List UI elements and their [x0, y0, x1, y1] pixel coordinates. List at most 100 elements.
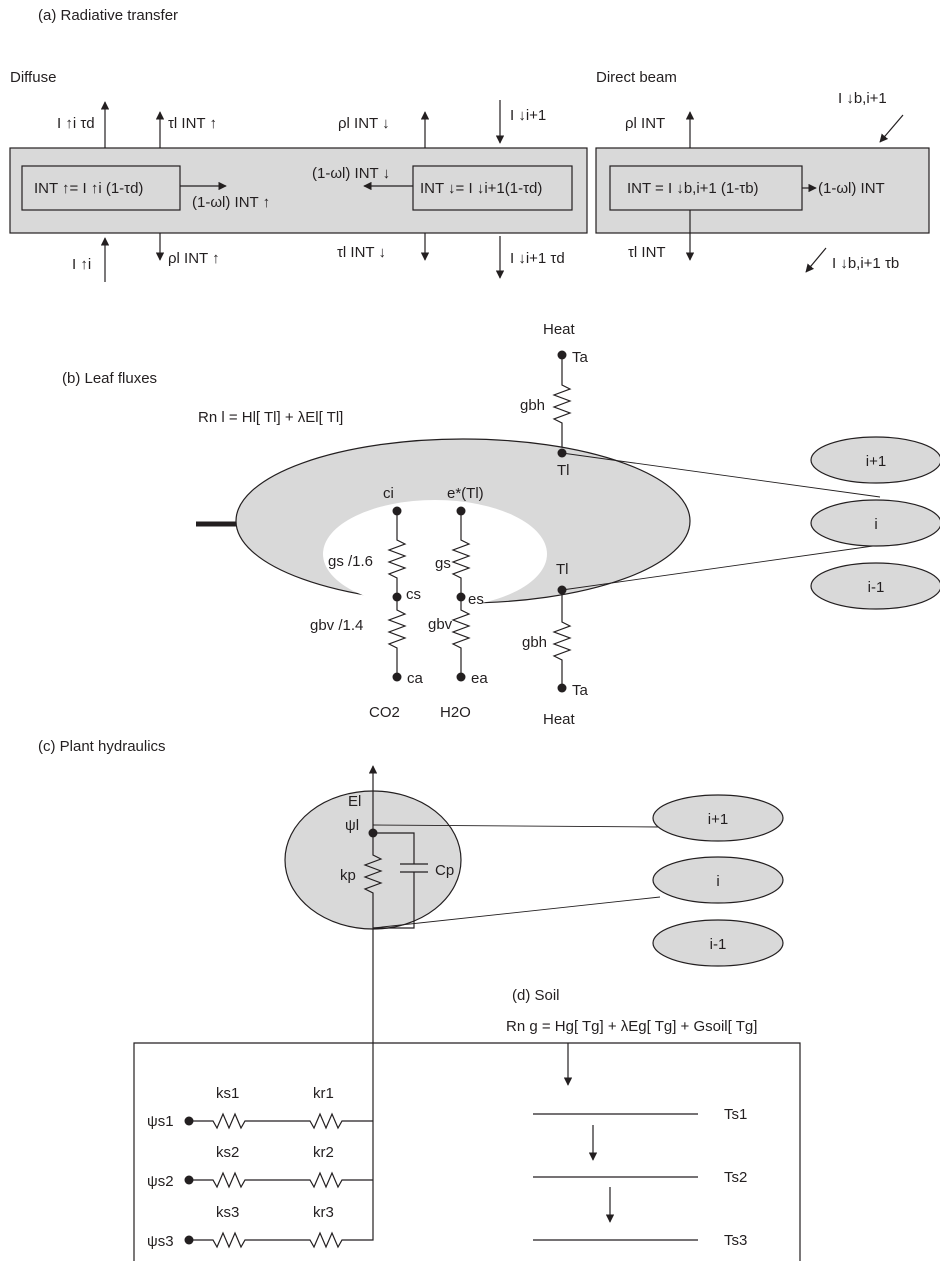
tl-top-label: Tl	[557, 462, 570, 479]
ts1-label: Ts1	[724, 1106, 747, 1123]
gbh-top-resistor	[552, 355, 572, 453]
tau-int-down-label: τl INT ↓	[337, 244, 386, 261]
kp-label: kp	[340, 867, 356, 884]
int-down-label: INT ↓= I ↓i+1(1-τd)	[420, 180, 542, 197]
layer-b-lower	[810, 562, 940, 610]
el-label: El	[348, 793, 361, 810]
tl-top-node	[557, 448, 567, 458]
direct-beam-title: Direct beam	[596, 69, 677, 86]
psi-l-label: ψl	[345, 817, 359, 834]
rho-int-up-label: ρl INT ↑	[168, 250, 220, 267]
in-down-label: I ↓i+1	[510, 107, 546, 124]
psi-s1-label: ψs1	[147, 1113, 174, 1130]
gbv-h2o-label: gbv	[428, 616, 453, 633]
layer-c-lower	[652, 919, 784, 967]
gbv-co2-resistor	[387, 597, 407, 677]
int-beam-box	[609, 165, 803, 211]
soil-box	[133, 1042, 801, 1261]
ca-node	[392, 672, 402, 682]
diffuse-title: Diffuse	[10, 69, 56, 86]
beam-tau-label: τl INT	[628, 244, 666, 261]
psi-s3-label: ψs3	[147, 1233, 174, 1250]
section-c-title: (c) Plant hydraulics	[38, 738, 166, 755]
cs-label: cs	[406, 586, 421, 603]
soil-row-2: ψs2 ks2 kr2	[147, 1144, 373, 1190]
beam-out-arrow	[805, 247, 827, 273]
leaf-energy-equation: Rn l = Hl[ Tl] + λEl[ Tl]	[198, 409, 343, 426]
ea-label: ea	[471, 670, 488, 687]
ks3-label: ks3	[216, 1204, 239, 1221]
down-out-label: I ↓i+1 τd	[510, 250, 565, 267]
soil-energy-equation: Rn g = Hg[ Tg] + λEg[ Tg] + Gsoil[ Tg]	[506, 1018, 757, 1035]
soil-row-3: ψs3 ks3 kr3	[147, 1180, 374, 1250]
int-up-box	[21, 165, 181, 211]
soil-row-2-resistors	[189, 1171, 373, 1189]
section-b-title: (b) Leaf fluxes	[62, 370, 157, 387]
layer-c-upper	[652, 794, 784, 842]
layer-b-upper	[810, 436, 940, 484]
gs-co2-label: gs /1.6	[328, 553, 373, 570]
beam-abs-label: (1-ωl) INT	[818, 180, 885, 197]
ks1-label: ks1	[216, 1085, 239, 1102]
beam-out-label: I ↓b,i+1 τb	[832, 255, 899, 272]
leaf-to-layer-bottom-line	[561, 544, 881, 591]
rho-int-down-label: ρl INT ↓	[338, 115, 390, 132]
layer-c-middle-label: i	[716, 873, 719, 890]
section-d-title: (d) Soil	[512, 987, 560, 1004]
ei-label: e*(Tl)	[447, 485, 484, 502]
kp-resistor	[363, 833, 383, 1180]
int-beam-label: INT = I ↓b,i+1 (1-τb)	[627, 180, 759, 197]
ea-node	[456, 672, 466, 682]
layer-b-middle	[810, 499, 940, 547]
gbh-bottom-label: gbh	[522, 634, 547, 651]
leaf-to-layer-top-line	[561, 452, 881, 498]
tl-bottom-label: Tl	[556, 561, 569, 578]
ci-label: ci	[383, 485, 394, 502]
heat-bottom-label: Heat	[543, 711, 576, 728]
cp-label: Cp	[435, 862, 454, 879]
soil-row-1-resistors	[189, 1112, 373, 1130]
tau-int-up-label: τl INT ↑	[168, 115, 217, 132]
int-up-label: INT ↑= I ↑i (1-τd)	[34, 180, 143, 197]
heat-top-label: Heat	[543, 321, 576, 338]
kr1-label: kr1	[313, 1085, 334, 1102]
layer-c-lower-label: i-1	[710, 936, 727, 953]
ta-bottom-node	[557, 683, 567, 693]
substomatal-cavity	[323, 500, 547, 608]
gbh-top-label: gbh	[520, 397, 545, 414]
gbv-h2o-resistor	[451, 597, 471, 677]
psi-s2-label: ψs2	[147, 1173, 174, 1190]
beam-rho-label: ρl INT	[625, 115, 665, 132]
section-a-title: (a) Radiative transfer	[38, 7, 178, 24]
ts2-label: Ts2	[724, 1169, 747, 1186]
up-out-label: I ↑i τd	[57, 115, 95, 132]
in-up-label: I ↑i	[72, 256, 91, 273]
int-down-box	[412, 165, 573, 211]
co2-label: CO2	[369, 704, 400, 721]
beam-in-label: I ↓b,i+1	[838, 90, 887, 107]
soil-row-3-resistors	[189, 1180, 374, 1249]
ca-label: ca	[407, 670, 424, 687]
h2o-label: H2O	[440, 704, 471, 721]
cp-capacitor	[373, 832, 428, 929]
ta-top-label: Ta	[572, 349, 589, 366]
kr3-label: kr3	[313, 1204, 334, 1221]
gbh-bottom-resistor	[552, 590, 572, 688]
layer-c-middle	[652, 856, 784, 904]
hydraulic-layer-bottom-line	[372, 896, 661, 929]
layer-b-lower-label: i-1	[868, 579, 885, 596]
layer-b-middle-label: i	[874, 516, 877, 533]
abs-down-label: (1-ωl) INT ↓	[312, 165, 390, 182]
gs-h2o-label: gs	[435, 555, 451, 572]
kr2-label: kr2	[313, 1144, 334, 1161]
ts3-label: Ts3	[724, 1232, 747, 1249]
hydraulic-layer-top-line	[372, 824, 661, 828]
ks2-label: ks2	[216, 1144, 239, 1161]
gs-h2o-resistor	[451, 511, 471, 597]
soil-row-1: ψs1 ks1 kr1	[147, 1085, 373, 1130]
beam-in-arrow	[879, 114, 904, 143]
gbv-co2-label: gbv /1.4	[310, 617, 363, 634]
abs-up-label: (1-ωl) INT ↑	[192, 194, 270, 211]
